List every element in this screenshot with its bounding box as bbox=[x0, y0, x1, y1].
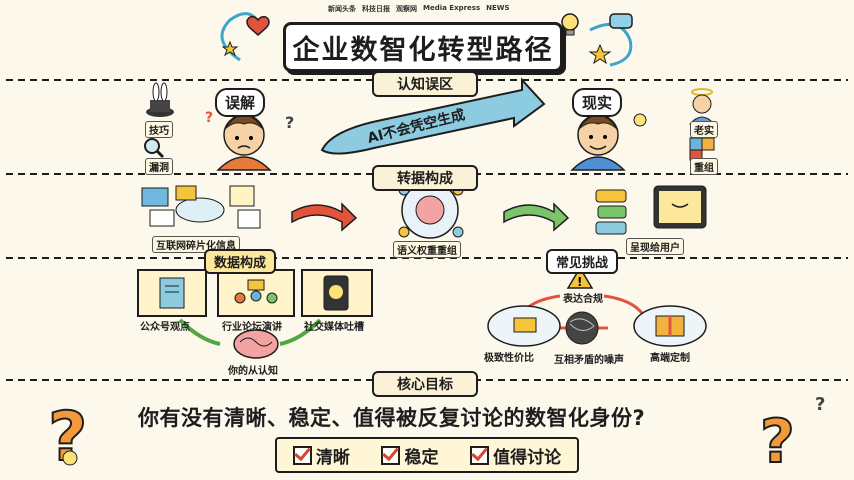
svg-text:?: ? bbox=[815, 394, 825, 415]
transform-header: 转据构成 bbox=[372, 165, 478, 191]
present-label: 呈现给用户 bbox=[626, 238, 684, 255]
article-icon bbox=[159, 277, 185, 309]
data-header: 数据构成 bbox=[204, 249, 277, 274]
banner-arrow-icon bbox=[320, 77, 546, 155]
arrow-down-icon bbox=[178, 318, 221, 346]
media-logo: NEWS bbox=[486, 4, 510, 12]
challenge-header: 常见挑战 bbox=[546, 249, 619, 274]
rabbit-hat-icon bbox=[146, 82, 174, 117]
question-mark-icon: ? bbox=[815, 394, 825, 415]
question-mark-icon: ? bbox=[285, 113, 294, 132]
goal-question: 你有没有清晰、稳定、值得被反复讨论的数智化身份? bbox=[138, 406, 646, 430]
media-logo: Media Express bbox=[423, 4, 481, 12]
check-item: 稳定 bbox=[381, 443, 438, 468]
goal-header: 核心目标 bbox=[372, 371, 478, 397]
item-label: 老实 bbox=[690, 121, 718, 138]
halo-person-icon bbox=[688, 88, 716, 125]
challenge-label: 高端定制 bbox=[650, 353, 690, 364]
source-label: 行业论坛演讲 bbox=[222, 322, 282, 333]
misconception-header: 认知误区 bbox=[372, 71, 478, 97]
check-item: 值得讨论 bbox=[470, 443, 561, 468]
svg-text:?: ? bbox=[285, 113, 294, 132]
source-label: 社交媒体吐槽 bbox=[304, 322, 364, 333]
chat-bubbles-icon bbox=[595, 189, 627, 235]
challenge-label: 互相矛盾的噪声 bbox=[554, 355, 624, 366]
item-label: 技巧 bbox=[145, 121, 173, 138]
audience-icon bbox=[234, 279, 278, 304]
item-label: 漏洞 bbox=[145, 158, 173, 175]
media-logo: 新闻头条 bbox=[328, 5, 356, 13]
phone-icon bbox=[323, 275, 349, 311]
wrong-bubble: 误解 bbox=[215, 88, 266, 117]
noise-scribble-icon bbox=[565, 311, 599, 345]
reorganize-label: 语义权重重组 bbox=[393, 241, 461, 258]
heart-icon bbox=[246, 16, 270, 36]
checkbox-icon bbox=[470, 445, 490, 465]
chat-icon bbox=[609, 13, 633, 29]
big-question-icon: ? bbox=[47, 397, 88, 478]
question-mark-icon: ? bbox=[205, 110, 213, 126]
worried-person-icon bbox=[216, 114, 272, 171]
item-label: 重组 bbox=[690, 158, 718, 175]
check-label: 稳定 bbox=[404, 447, 439, 468]
star-icon bbox=[221, 40, 239, 57]
warning-icon: ! bbox=[566, 266, 594, 289]
challenge-label: 极致性价比 bbox=[484, 353, 534, 364]
bulb-icon bbox=[633, 113, 647, 127]
cart-cloud-icon bbox=[487, 305, 561, 347]
check-item: 清晰 bbox=[292, 443, 350, 468]
bulb-icon bbox=[561, 13, 579, 36]
check-label: 值得讨论 bbox=[493, 447, 562, 468]
result-label: 你的从认知 bbox=[228, 366, 278, 377]
page-title: 企业数智化转型路径 bbox=[283, 22, 563, 72]
media-logo: 科技日报 bbox=[362, 5, 390, 13]
real-bubble: 现实 bbox=[572, 88, 623, 117]
bulb-icon bbox=[62, 450, 78, 466]
fragments-icon bbox=[141, 185, 261, 229]
check-label: 清晰 bbox=[315, 447, 350, 468]
svg-text:!: ! bbox=[577, 275, 582, 289]
puzzle-icon bbox=[689, 137, 715, 161]
gift-cloud-icon bbox=[633, 305, 707, 347]
checkbox-icon bbox=[381, 445, 401, 465]
svg-text:?: ? bbox=[760, 407, 795, 477]
arrow-right-icon bbox=[503, 202, 570, 232]
big-question-icon: ? bbox=[759, 406, 796, 478]
goal-checklist: 清晰 稳定 值得讨论 bbox=[275, 437, 579, 473]
checkbox-icon bbox=[292, 445, 312, 465]
svg-text:?: ? bbox=[205, 110, 213, 126]
challenge-top-label: 表达合规 bbox=[563, 294, 603, 305]
fragment-label: 互联网碎片化信息 bbox=[152, 236, 240, 253]
media-logo: 观察网 bbox=[396, 5, 417, 13]
media-logos: 新闻头条 科技日报 观察网 Media Express NEWS bbox=[328, 4, 518, 16]
star-icon bbox=[588, 43, 612, 65]
arrow-down-icon bbox=[279, 318, 322, 346]
svg-text:?: ? bbox=[48, 398, 87, 477]
source-label: 公众号观点 bbox=[140, 322, 190, 333]
confident-person-icon bbox=[570, 114, 626, 171]
arrow-right-icon bbox=[291, 202, 358, 232]
tablet-icon bbox=[653, 185, 707, 229]
brain-icon bbox=[233, 329, 279, 359]
magnifier-icon bbox=[144, 138, 165, 159]
